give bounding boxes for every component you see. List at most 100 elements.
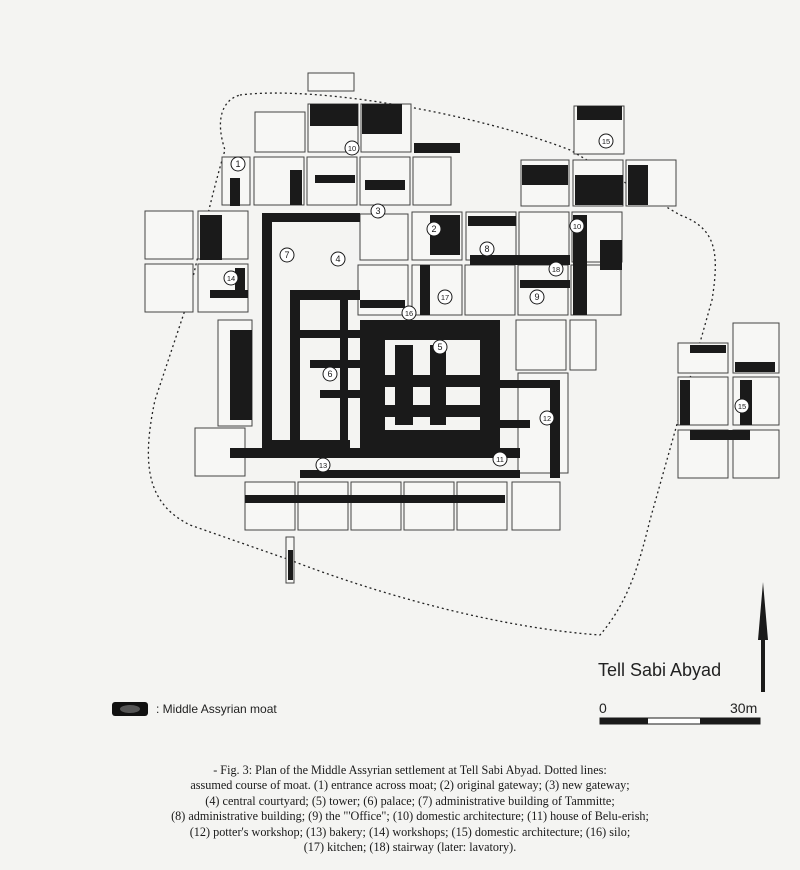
grid-square <box>254 111 306 153</box>
south-wall <box>300 470 520 478</box>
svg-text:17: 17 <box>441 293 449 302</box>
domestic-wall <box>690 345 726 353</box>
plan-marker-10: 10 <box>344 140 360 156</box>
grid-square <box>569 319 597 371</box>
domestic-wall <box>690 430 750 440</box>
kitchen-wall <box>360 300 405 308</box>
plan-marker-15: 15 <box>598 133 614 149</box>
north-building <box>577 106 622 120</box>
north-building <box>315 175 355 183</box>
tower-block <box>360 320 500 452</box>
svg-text:1: 1 <box>235 159 240 169</box>
figure-caption: - Fig. 3: Plan of the Middle Assyrian se… <box>130 763 690 855</box>
caption-line: (17) kitchen; (18) stairway (later: lava… <box>303 840 517 855</box>
grid-square <box>307 72 355 92</box>
svg-text:7: 7 <box>284 250 289 260</box>
palace-wall <box>300 330 360 338</box>
plan-marker-11: 11 <box>492 451 508 467</box>
admin-wall <box>520 280 570 288</box>
grid-square <box>511 481 561 531</box>
north-building <box>414 143 460 153</box>
plan-marker-6: 6 <box>322 366 338 382</box>
admin-wall <box>600 240 622 270</box>
plan-marker-18: 18 <box>548 261 564 277</box>
north-building <box>628 165 648 205</box>
plan-marker-1: 1 <box>230 156 246 172</box>
svg-text:2: 2 <box>431 224 436 234</box>
tower-inner-wall <box>385 375 480 387</box>
plan-marker-13: 13 <box>315 457 331 473</box>
plan-marker-17: 17 <box>437 289 453 305</box>
workshop-wall <box>200 215 222 260</box>
admin-wall <box>470 255 570 265</box>
north-building <box>365 180 405 190</box>
grid-square <box>518 211 570 261</box>
plan-marker-2: 2 <box>426 221 442 237</box>
caption-line: - Fig. 3: Plan of the Middle Assyrian se… <box>213 763 607 777</box>
caption-line: (8) administrative building; (9) the "'O… <box>171 809 649 824</box>
south-wall <box>230 448 520 458</box>
plan-marker-14: 14 <box>223 270 239 286</box>
svg-text:13: 13 <box>319 461 327 470</box>
svg-text:18: 18 <box>552 265 560 274</box>
north-building <box>310 104 358 126</box>
svg-text:16: 16 <box>405 309 413 318</box>
workshop-wall <box>235 268 245 298</box>
gateway-wall <box>230 178 240 206</box>
plan-marker-15: 15 <box>734 398 750 414</box>
fortress-west-block <box>230 330 252 420</box>
svg-text:3: 3 <box>375 206 380 216</box>
grid-square <box>515 319 567 371</box>
svg-text:4: 4 <box>335 254 340 264</box>
grid-square <box>412 156 452 206</box>
fortress-outer-wall <box>262 213 360 452</box>
plan-marker-4: 4 <box>330 251 346 267</box>
svg-text:15: 15 <box>738 402 746 411</box>
architecture-walls <box>200 104 775 580</box>
south-strip <box>288 550 293 580</box>
grid-square <box>144 263 194 313</box>
grid-square <box>144 210 194 260</box>
plan-marker-3: 3 <box>370 203 386 219</box>
svg-text:8: 8 <box>484 244 489 254</box>
scale-zero-label: 0 <box>599 700 607 716</box>
grid-square <box>350 481 402 531</box>
palace-wall <box>310 360 360 368</box>
north-building <box>362 104 402 134</box>
svg-text:12: 12 <box>543 414 551 423</box>
legend: : Middle Assyrian moat <box>112 702 277 716</box>
plan-marker-16: 16 <box>401 305 417 321</box>
moat-swatch <box>112 702 148 716</box>
admin-wall <box>468 216 516 226</box>
svg-text:10: 10 <box>573 222 581 231</box>
north-arrow-icon <box>758 582 768 692</box>
palace-wall <box>290 290 300 440</box>
grid-square <box>411 264 463 316</box>
plan-marker-7: 7 <box>279 247 295 263</box>
east-wall <box>550 388 560 478</box>
legend-label: : Middle Assyrian moat <box>156 702 277 716</box>
grid-square <box>403 481 455 531</box>
grid-square <box>297 481 349 531</box>
tower-inner-wall <box>385 405 480 417</box>
domestic-wall <box>680 380 690 425</box>
grid-square <box>464 264 516 316</box>
svg-text:14: 14 <box>227 274 235 283</box>
workshop-wall <box>210 290 248 298</box>
north-building <box>290 170 302 205</box>
grid-square <box>359 213 409 261</box>
north-building <box>522 165 568 185</box>
caption-line: (12) potter's workshop; (13) bakery; (14… <box>189 824 631 839</box>
grid-square <box>456 481 508 531</box>
kitchen-wall <box>420 265 430 315</box>
palace-wall <box>340 300 348 440</box>
svg-text:11: 11 <box>496 455 504 464</box>
scale-max-label: 30m <box>730 700 758 716</box>
svg-text:10: 10 <box>348 144 356 153</box>
south-wall <box>245 495 505 503</box>
caption-line: assumed course of moat. (1) entrance acr… <box>190 778 630 793</box>
svg-text:15: 15 <box>602 137 610 146</box>
scale-bar <box>599 717 761 725</box>
